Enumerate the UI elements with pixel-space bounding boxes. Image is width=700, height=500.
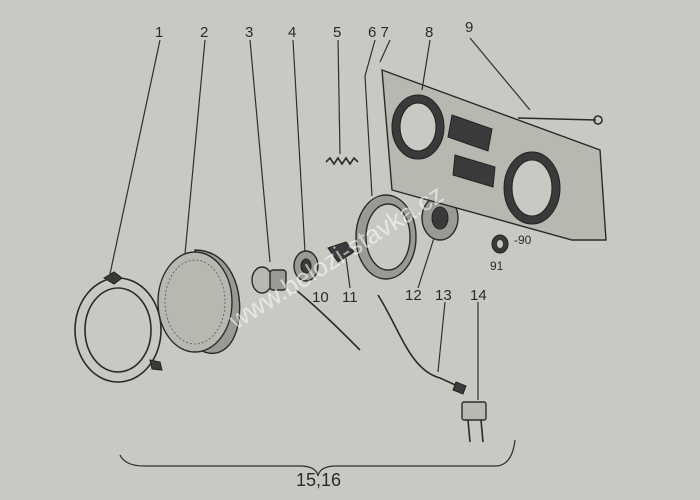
part-1-bezel-ring: [74, 271, 163, 383]
callout-4: 4: [288, 24, 296, 41]
part-5-spring: [325, 156, 359, 166]
callout-90: -90: [514, 233, 532, 247]
callout-91: 91: [490, 259, 504, 273]
part-4-bulb-holder: [293, 250, 319, 282]
callout-1: 1: [155, 24, 163, 41]
part-10-wire: [295, 289, 361, 351]
callout-13: 13: [435, 287, 452, 304]
callout-8: 8: [425, 24, 433, 41]
watermark-text: www.belozi-stavka.cz: [222, 179, 448, 336]
callout-12: 12: [405, 287, 422, 304]
callout-9: 9: [465, 19, 473, 36]
part-8-panel: [381, 68, 607, 241]
callout-10: 10: [312, 289, 329, 306]
callout-2: 2: [200, 24, 208, 41]
callout-5: 5: [333, 24, 341, 41]
part-9-rod: [517, 115, 603, 125]
leader-lines: [109, 37, 531, 400]
part-3-bulb: [251, 266, 287, 294]
group-bracket: [119, 439, 516, 477]
callout-11: 11: [342, 289, 358, 306]
part-90-91-clip: [491, 234, 509, 254]
part-14-connector: [461, 401, 487, 443]
part-12-grommet: [421, 195, 459, 241]
part-11-clip: [327, 241, 355, 263]
part-6-7-mounting-ring: [355, 194, 417, 280]
callout-15-16: 15,16: [296, 470, 341, 490]
callout-6-7: 6 7: [368, 24, 389, 41]
part-13-cable: [377, 294, 467, 395]
part-2-lamp-unit: [157, 249, 241, 354]
callout-14: 14: [470, 287, 487, 304]
callout-3: 3: [245, 24, 253, 41]
